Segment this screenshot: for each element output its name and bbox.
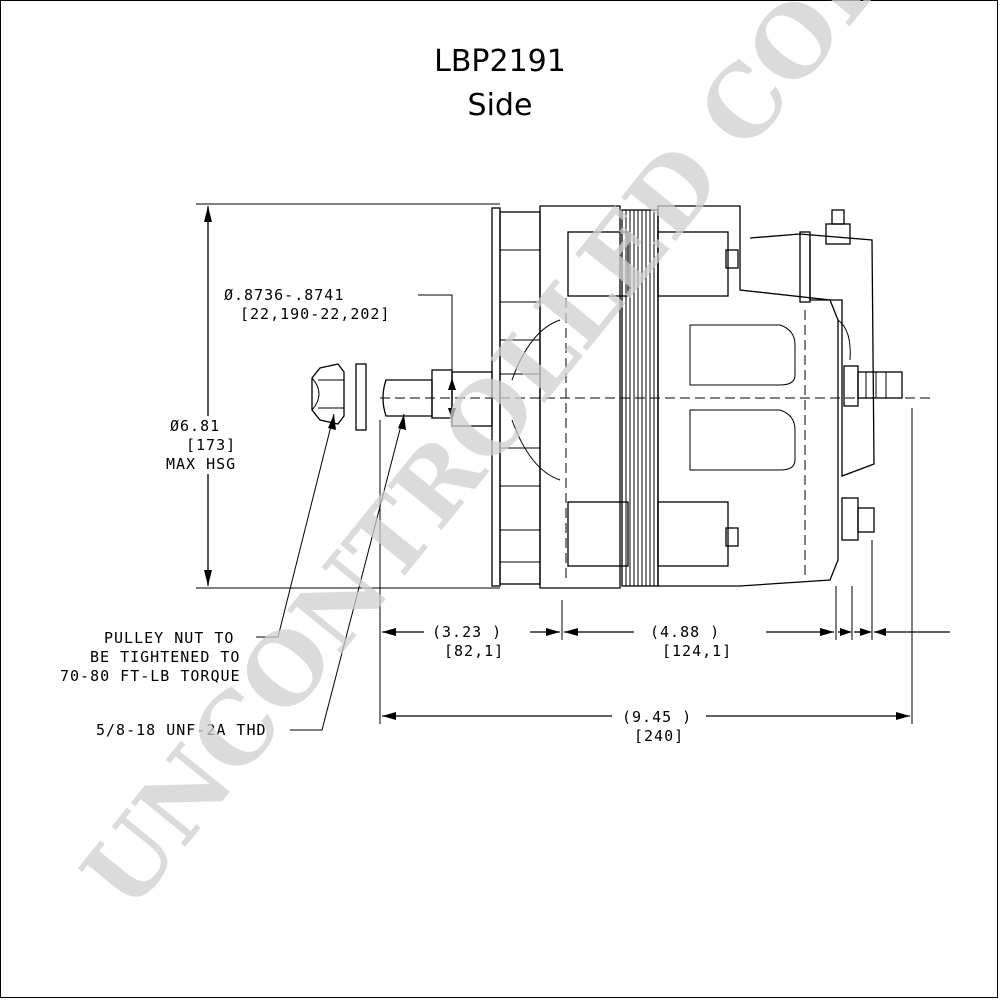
- part-number-title: LBP2191: [434, 44, 566, 79]
- overall-length-mm: [240]: [634, 727, 684, 745]
- housing-diameter-mm: [173]: [186, 436, 236, 454]
- pulley-nut-note-line-3: 70-80 FT-LB TORQUE: [60, 667, 241, 685]
- front-length-inch: (3.23 ): [432, 623, 502, 641]
- alternator-housing: [539, 205, 903, 589]
- housing-diameter-dimension: [196, 203, 500, 589]
- view-title: Side: [467, 88, 533, 123]
- thread-note: 5/8-18 UNF-2A THD: [96, 721, 267, 739]
- pulley-nut-note-line-1: PULLEY NUT TO: [104, 629, 234, 647]
- body-length-inch: (4.88 ): [650, 623, 720, 641]
- front-length-mm: [82,1]: [444, 642, 504, 660]
- length-extension-lines: [379, 408, 913, 724]
- overall-length-dimension: [382, 712, 910, 720]
- body-length-mm: [124,1]: [662, 642, 732, 660]
- front-length-dimension: [382, 628, 560, 636]
- thread-leader: [290, 413, 406, 731]
- pulley-nut-leader: [256, 413, 336, 638]
- shaft-diameter-inch: Ø.8736-.8741: [224, 286, 344, 304]
- shaft-diameter-mm: [22,190-22,202]: [240, 305, 390, 323]
- pulley-nut-shape: [311, 363, 367, 431]
- pulley-nut-note-line-2: BE TIGHTENED TO: [90, 648, 240, 666]
- body-length-dimension: [564, 628, 950, 636]
- housing-diameter-inch: Ø6.81: [170, 417, 220, 435]
- housing-diameter-note: MAX HSG: [166, 455, 236, 473]
- overall-length-inch: (9.45 ): [622, 708, 692, 726]
